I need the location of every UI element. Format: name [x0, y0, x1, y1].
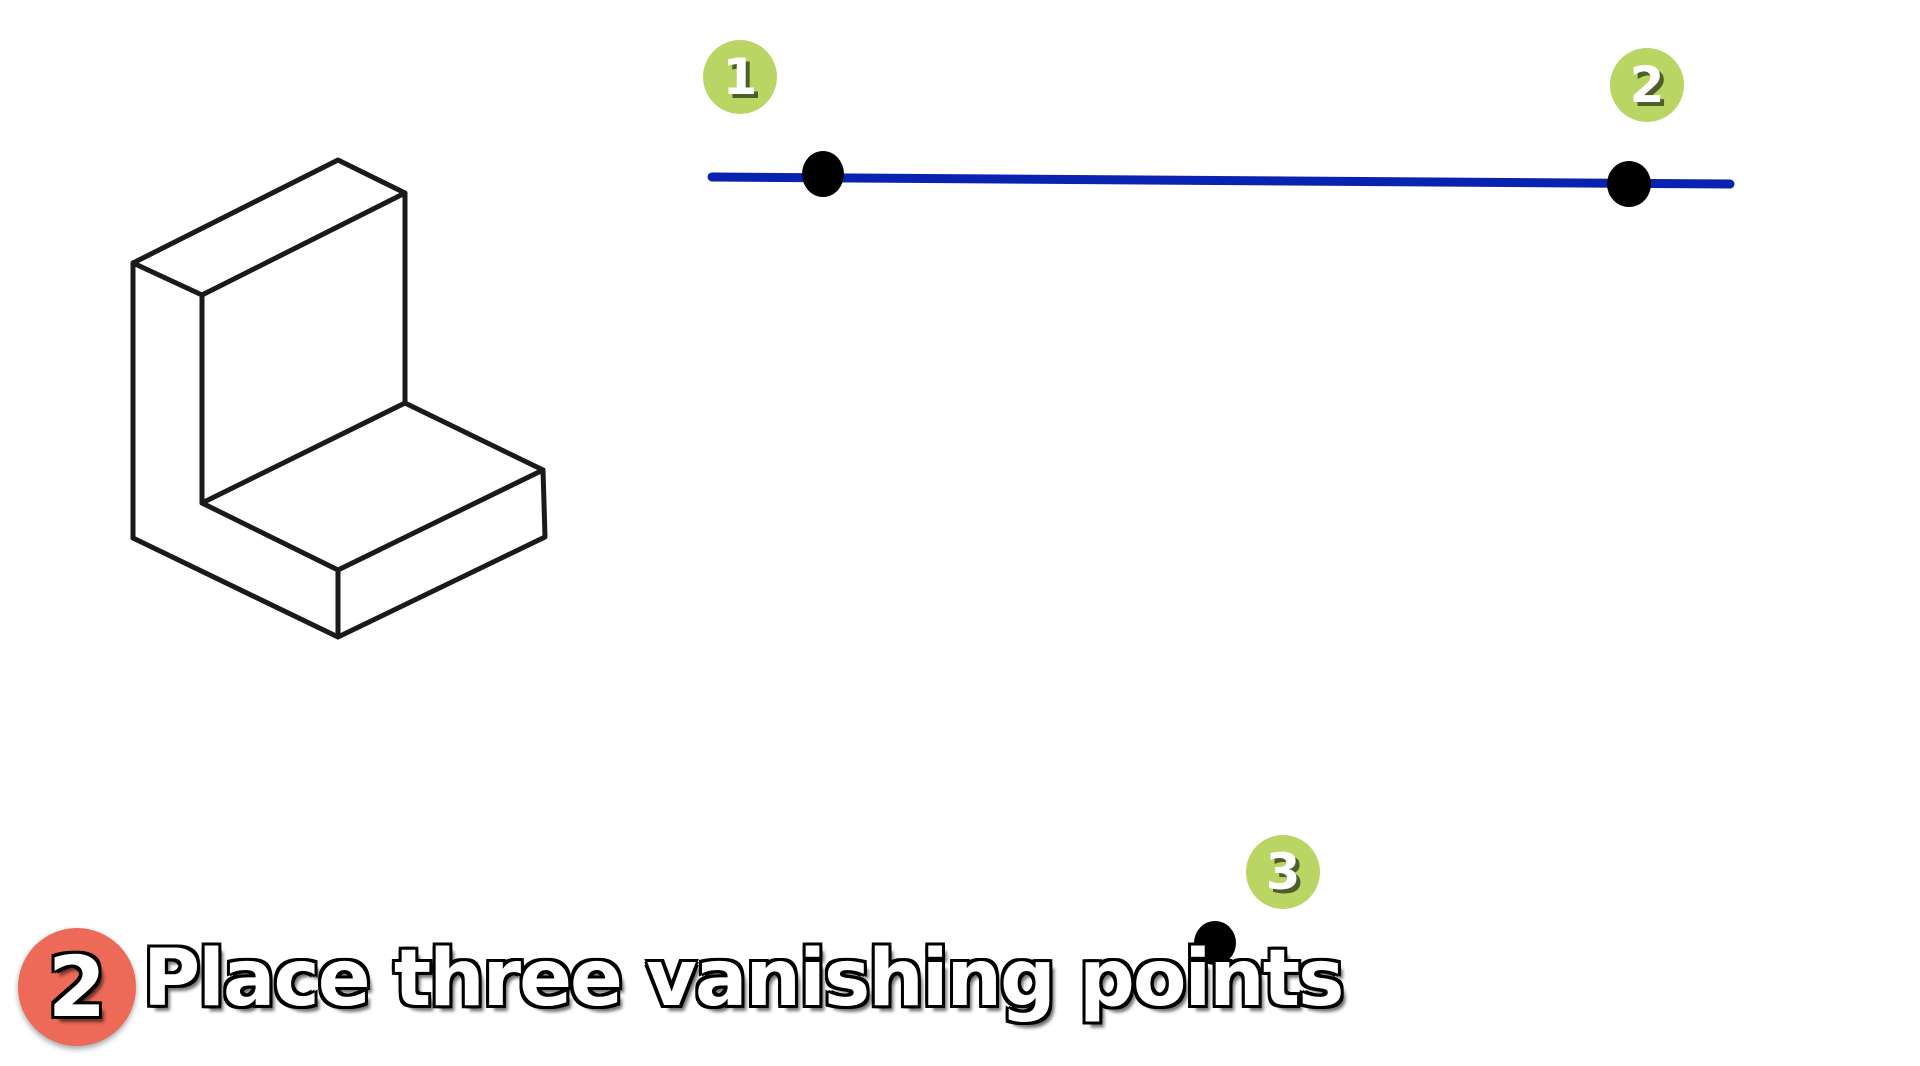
badge-label: 2 [1629, 56, 1665, 114]
badge-label: 3 [1265, 843, 1301, 901]
l-bracket-drawing [130, 157, 548, 640]
badge-label: 1 [722, 48, 758, 106]
vanishing-point-3-dot[interactable] [1194, 921, 1236, 965]
vanishing-point-1-badge: 1 [703, 40, 777, 114]
step-title: Place three vanishing points [143, 934, 1344, 1024]
step-number-badge: 2 [18, 928, 136, 1046]
step-number: 2 [47, 938, 107, 1036]
vanishing-point-3-badge: 3 [1246, 835, 1320, 909]
vanishing-point-1-dot[interactable] [802, 151, 844, 197]
vanishing-point-2-badge: 2 [1610, 48, 1684, 122]
vanishing-point-2-dot[interactable] [1607, 161, 1651, 207]
horizon-line [707, 172, 1735, 189]
